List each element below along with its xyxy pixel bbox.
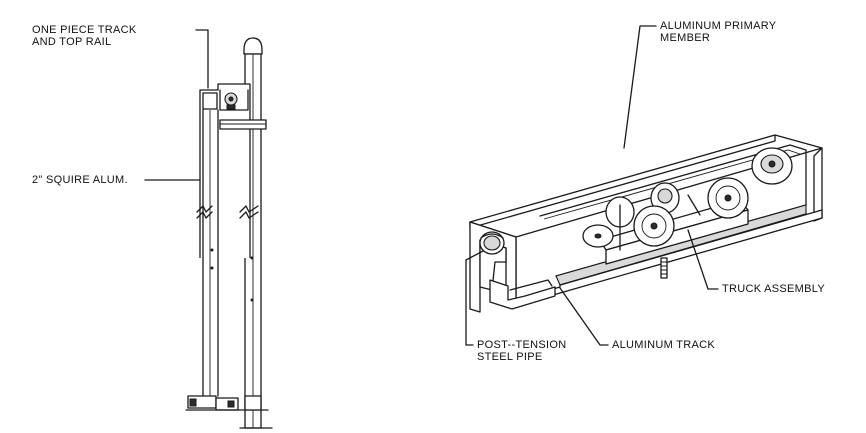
label-one-piece-track: ONE PIECE TRACK xyxy=(32,24,137,36)
label-truck-assembly: TRUCK ASSEMBLY xyxy=(722,283,826,295)
leader-truck-assembly xyxy=(687,229,719,290)
leader-aluminum-track xyxy=(559,287,609,346)
post-cap xyxy=(243,37,263,55)
isometric-track xyxy=(465,25,823,346)
section-elevation xyxy=(144,29,273,429)
leader-primary-member xyxy=(623,25,657,149)
label-member: MEMBER xyxy=(660,32,711,44)
label-post-tension: POST--TENSION xyxy=(477,339,567,351)
label-steel-pipe: STEEL PIPE xyxy=(477,351,543,363)
label-aluminum-primary: ALUMINUM PRIMARY xyxy=(660,20,777,32)
track-channel xyxy=(202,92,218,110)
rail-clamp xyxy=(219,119,267,130)
label-aluminum-track: ALUMINUM TRACK xyxy=(612,339,716,351)
primary-member-end xyxy=(813,147,823,222)
label-square-alum: 2" SQUIRE ALUM. xyxy=(32,174,128,186)
bottom-assembly xyxy=(185,395,273,429)
aluminum-track-lower xyxy=(489,279,556,310)
leader-one-piece-track xyxy=(195,29,209,89)
leader-post-tension xyxy=(465,250,484,346)
label-and-top-rail: AND TOP RAIL xyxy=(32,36,112,48)
truck-assembly xyxy=(582,147,793,279)
break-marks xyxy=(196,205,259,219)
